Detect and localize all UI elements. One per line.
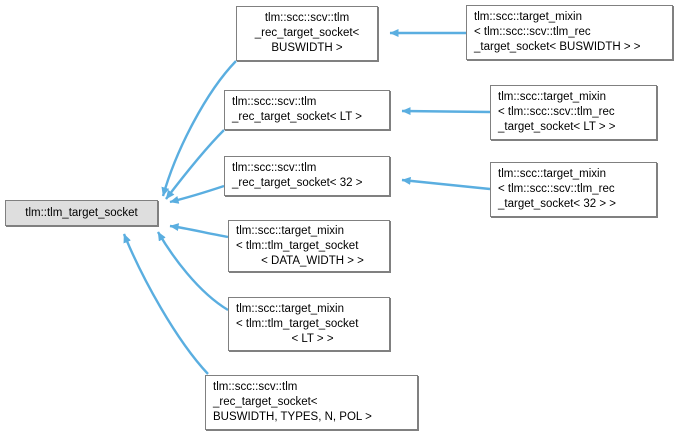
edge-r2-to-n2: [401, 107, 491, 116]
node-label-line: tlm::scc::scv::tlm: [232, 162, 317, 174]
node-tlm-scc-scv-tlm-rec-target-socket-buswidth[interactable]: tlm::scc::scv::tlm_rec_target_socket<BUS…: [236, 6, 378, 61]
node-tlm-tlm-target-socket[interactable]: tlm::tlm_target_socket: [5, 200, 158, 226]
edge-n3-to-root: [169, 184, 225, 204]
node-label-line: tlm::scc::target_mixin: [474, 11, 582, 23]
node-label-line: _target_socket< BUSWIDTH > >: [474, 41, 641, 53]
node-label-line: _rec_target_socket<: [254, 27, 360, 39]
node-tlm-scc-target-mixin-tlm-rec-target-socket-lt[interactable]: tlm::scc::target_mixin< tlm::scc::scv::t…: [490, 85, 657, 140]
node-label-line: _target_socket< LT > >: [498, 121, 616, 133]
node-label-line: tlm::scc::target_mixin: [236, 224, 344, 237]
node-label-line: tlm::scc::scv::tlm: [232, 96, 317, 108]
node-label-line: < DATA_WIDTH > >: [261, 254, 364, 267]
edge-r3-to-n3: [401, 176, 491, 191]
node-label-line: tlm::scc::target_mixin: [498, 168, 606, 180]
node-label-line: < tlm::tlm_target_socket: [236, 239, 359, 252]
node-tlm-scc-scv-tlm-rec-target-socket-lt[interactable]: tlm::scc::scv::tlm_rec_target_socket< LT…: [224, 90, 390, 130]
node-label-line: _rec_target_socket< LT >: [232, 111, 362, 123]
node-label-line: < LT > >: [291, 332, 334, 345]
node-label-line: _target_socket< 32 > >: [498, 198, 616, 210]
node-tlm-scc-scv-tlm-rec-target-socket-buswidth-types-n-pol[interactable]: tlm::scc::scv::tlm_rec_target_socket<BUS…: [205, 375, 418, 430]
node-label-line: tlm::scc::target_mixin: [236, 302, 344, 315]
node-label-line: tlm::tlm_target_socket: [25, 206, 138, 219]
edge-n6-to-root: [122, 233, 209, 375]
node-label-line: _rec_target_socket< 32 >: [232, 177, 363, 189]
node-label-line: BUSWIDTH, TYPES, N, POL >: [213, 411, 372, 423]
node-label-line: BUSWIDTH >: [271, 42, 343, 54]
node-label-line: < tlm::scc::scv::tlm_rec: [498, 183, 615, 195]
node-label-line: tlm::scc::scv::tlm: [264, 12, 350, 24]
node-label-line: _rec_target_socket<: [213, 396, 318, 408]
node-label-line: tlm::scc::target_mixin: [498, 91, 606, 103]
node-label-line: < tlm::scc::scv::tlm_rec: [498, 106, 615, 118]
node-tlm-scc-target-mixin-tlm-tlm-target-socket-lt[interactable]: tlm::scc::target_mixin< tlm::tlm_target_…: [228, 297, 390, 351]
edge-n2-to-root: [165, 129, 225, 200]
edge-n4-to-root: [169, 223, 229, 239]
node-tlm-scc-target-mixin-tlm-rec-target-socket-32[interactable]: tlm::scc::target_mixin< tlm::scc::scv::t…: [490, 162, 657, 217]
node-label-line: tlm::scc::scv::tlm: [213, 381, 298, 393]
node-tlm-scc-target-mixin-tlm-rec-target-socket-buswidth[interactable]: tlm::scc::target_mixin< tlm::scc::scv::t…: [466, 5, 673, 60]
node-label-line: < tlm::scc::scv::tlm_rec: [474, 26, 591, 38]
node-tlm-scc-target-mixin-tlm-tlm-target-socket-data-width[interactable]: tlm::scc::target_mixin< tlm::tlm_target_…: [228, 220, 390, 272]
node-label-line: < tlm::tlm_target_socket: [236, 317, 359, 330]
edge-n5-to-root: [156, 231, 229, 312]
node-tlm-scc-scv-tlm-rec-target-socket-32[interactable]: tlm::scc::scv::tlm_rec_target_socket< 32…: [224, 156, 390, 196]
